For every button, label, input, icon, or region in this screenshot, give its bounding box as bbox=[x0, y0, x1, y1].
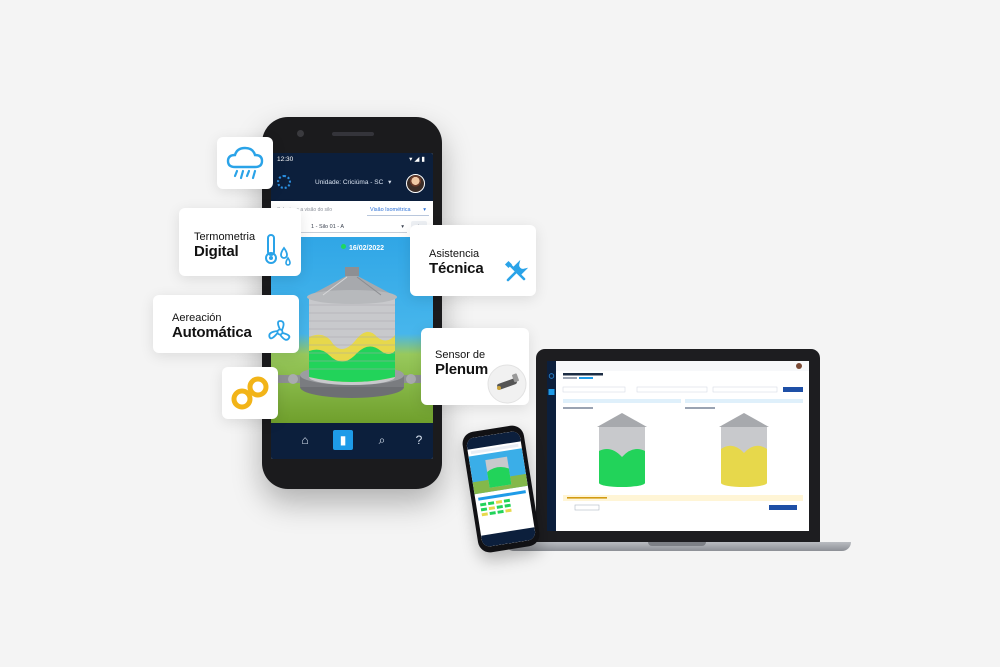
laptop-screen bbox=[547, 361, 809, 531]
view-select-label: Selecione a visão do silo bbox=[277, 207, 333, 213]
laptop-notch bbox=[648, 542, 706, 546]
feature-card-asistencia: Asistencia Técnica bbox=[410, 225, 536, 296]
chevron-down-icon: ▾ bbox=[388, 179, 392, 186]
feature-title: Sensor de Plenum bbox=[435, 349, 488, 378]
cloud-rain-icon bbox=[226, 146, 264, 180]
chevron-down-icon: ▾ bbox=[423, 207, 426, 213]
desktop-dashboard bbox=[547, 361, 809, 531]
feature-card-sensor: Sensor de Plenum bbox=[421, 328, 529, 405]
silo-nav-icon[interactable]: ▮ bbox=[333, 430, 353, 450]
user-avatar[interactable] bbox=[406, 174, 425, 193]
small-phone-screen bbox=[465, 430, 537, 548]
feature-card-termometria: Termometria Digital bbox=[179, 208, 301, 276]
status-time: 12:30 bbox=[277, 156, 294, 163]
silo-select[interactable]: 1 - Silo 01 - A ▾ bbox=[277, 221, 407, 233]
view-select-value: Visão Isométrica bbox=[370, 207, 411, 213]
status-bar: 12:30 ▾◢▮ bbox=[271, 153, 433, 167]
laptop-base bbox=[505, 542, 851, 551]
unit-selector[interactable]: Unidade: Criciúma - SC ▾ bbox=[315, 178, 391, 186]
small-phone-dashboard bbox=[465, 430, 537, 548]
app-logo-icon[interactable] bbox=[277, 175, 291, 189]
weather-card bbox=[217, 137, 273, 189]
fan-icon bbox=[268, 320, 291, 341]
feature-card-aereacion: Aereación Automática bbox=[153, 295, 299, 353]
feature-title: Aereación Automática bbox=[172, 312, 252, 341]
silo-3d-illustration bbox=[273, 267, 432, 398]
chevron-down-icon: ▾ bbox=[401, 224, 404, 230]
status-icons: ▾◢▮ bbox=[409, 156, 427, 163]
phone-speaker bbox=[332, 132, 374, 136]
unit-label: Unidade: Criciúma - SC bbox=[315, 179, 384, 186]
silo-select-value: 1 - Silo 01 - A bbox=[311, 224, 345, 230]
reading-date: 16/02/2022 bbox=[341, 244, 384, 252]
thermometer-icon bbox=[265, 234, 291, 266]
integration-card bbox=[222, 367, 278, 419]
help-icon[interactable]: ? bbox=[415, 433, 423, 447]
phone-camera bbox=[297, 130, 304, 137]
bottom-navigation: ⌂ ▮ ⌕ ? bbox=[271, 423, 433, 459]
view-select[interactable]: Visão Isométrica ▾ bbox=[367, 204, 429, 216]
online-status-dot bbox=[341, 244, 346, 249]
link-chain-icon bbox=[231, 376, 269, 410]
search-icon[interactable]: ⌕ bbox=[378, 433, 386, 447]
plenum-sensor-icon bbox=[487, 364, 527, 404]
small-phone-mockup bbox=[460, 423, 542, 555]
app-header: Unidade: Criciúma - SC ▾ bbox=[271, 167, 433, 201]
home-icon[interactable]: ⌂ bbox=[301, 433, 309, 447]
feature-title: Asistencia Técnica bbox=[429, 248, 484, 277]
feature-title: Termometria Digital bbox=[194, 231, 256, 260]
tools-icon bbox=[504, 260, 528, 282]
